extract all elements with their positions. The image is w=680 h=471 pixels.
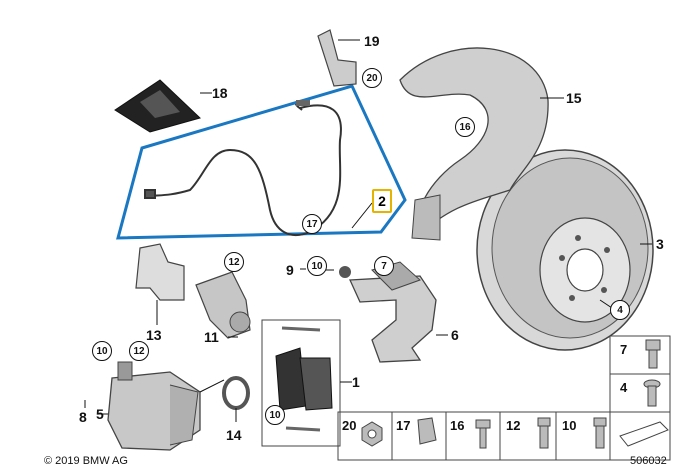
callout-1: 1 <box>352 374 360 390</box>
callout-18: 18 <box>212 85 228 101</box>
callout-11: 11 <box>204 329 219 345</box>
brake-disc <box>476 149 654 351</box>
small-parts-table <box>337 335 671 461</box>
table-cell-label: 4 <box>620 380 628 395</box>
wear-sensor-highlight-frame <box>116 84 407 240</box>
table-cell-label: 7 <box>620 342 628 357</box>
callout-20: 20 <box>362 68 382 88</box>
cable-holder <box>135 243 185 301</box>
callout-5: 5 <box>96 406 104 422</box>
callout-12-actuator: 12 <box>224 252 244 272</box>
callout-6: 6 <box>451 327 459 343</box>
callout-17: 17 <box>302 214 322 234</box>
brake-pad-set <box>261 319 341 447</box>
table-cell-label: 17 <box>396 418 411 433</box>
callout-4: 4 <box>610 300 630 320</box>
sensor-bracket <box>317 29 357 87</box>
small-part-icons <box>361 339 669 449</box>
diagram-id: 506032 <box>630 455 667 467</box>
callout-15: 15 <box>566 90 582 106</box>
callout-14: 14 <box>226 427 242 443</box>
copyright-notice: © 2019 BMW AG <box>44 455 128 467</box>
callout-12-caliper: 12 <box>129 341 149 361</box>
table-cell-label: 12 <box>506 418 521 433</box>
callout-13: 13 <box>146 327 162 343</box>
callout-19: 19 <box>364 33 380 49</box>
table-cell-label: 20 <box>342 418 357 433</box>
callout-8: 8 <box>79 409 87 425</box>
callout-10-caliper: 10 <box>92 341 112 361</box>
seal-ring <box>222 376 250 410</box>
callout-3: 3 <box>656 236 664 252</box>
callout-10-pads: 10 <box>265 405 285 425</box>
caliper-carrier <box>339 261 437 363</box>
callout-7: 7 <box>374 256 394 276</box>
caliper-housing <box>107 361 201 451</box>
arrow-icon <box>619 421 669 447</box>
table-cell-label: 10 <box>562 418 577 433</box>
callout-9: 9 <box>286 262 294 278</box>
brake-wear-sensor <box>144 100 342 237</box>
callout-10-carrier: 10 <box>307 256 327 276</box>
parking-brake-actuator <box>195 271 251 339</box>
table-cell-label: 16 <box>450 418 465 433</box>
callout-2-highlighted: 2 <box>372 189 392 213</box>
callout-16: 16 <box>455 117 475 137</box>
